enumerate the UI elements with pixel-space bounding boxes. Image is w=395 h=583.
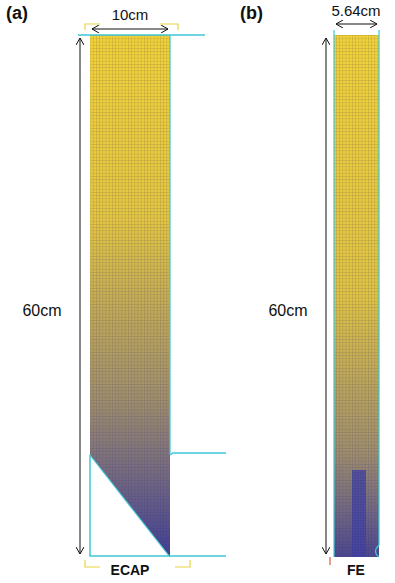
panel-letter: (b)	[240, 4, 263, 24]
dimension-label: 10cm	[110, 7, 151, 24]
dimension-label: 60cm	[266, 302, 309, 320]
dimension-label: 60cm	[20, 302, 63, 320]
dimension-label: 5.64cm	[329, 3, 382, 20]
panel-caption: FE	[347, 563, 365, 578]
panel-letter: (a)	[6, 4, 28, 24]
panel-caption: ECAP	[111, 563, 150, 578]
